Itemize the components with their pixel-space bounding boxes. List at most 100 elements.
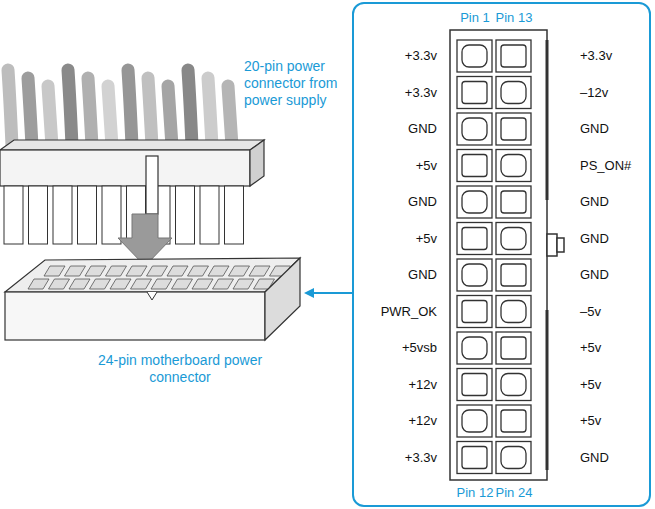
pin-socket — [501, 374, 526, 396]
pin-signal: GND — [408, 194, 437, 210]
socket-side — [265, 258, 300, 340]
socket-front — [5, 292, 265, 340]
plug-pin — [78, 186, 97, 244]
socket-hole — [213, 279, 234, 289]
pin-socket — [501, 191, 526, 213]
plug-pin — [225, 186, 244, 244]
pin-cell — [496, 77, 531, 109]
pin-cell — [457, 259, 492, 291]
pin-cell — [457, 113, 492, 145]
pin-cell — [496, 223, 531, 255]
pin-socket — [501, 228, 526, 250]
insert-arrow — [118, 214, 172, 266]
pin-signal: PWR_OK — [381, 304, 437, 320]
pin-cell — [496, 259, 531, 291]
connector-clip — [547, 234, 557, 256]
pin-cell — [457, 296, 492, 328]
plug-pins — [4, 186, 244, 244]
socket-hole — [188, 266, 209, 276]
socket-hole — [90, 279, 111, 289]
leader-arrowhead — [304, 288, 314, 298]
pin-socket — [501, 337, 526, 359]
socket-latch — [147, 292, 157, 300]
socket-hole — [167, 266, 188, 276]
pin-signal: GND — [408, 121, 437, 137]
pin-cell — [496, 405, 531, 437]
pin-signal: +5vsb — [402, 340, 437, 356]
socket-top — [5, 258, 300, 292]
pin-signal: +5v — [580, 413, 601, 429]
pin-cell — [457, 150, 492, 182]
pin-cell — [457, 332, 492, 364]
pin-socket — [501, 264, 526, 286]
pin-header: Pin 1 — [460, 10, 490, 26]
pin-signal: +5v — [416, 158, 437, 174]
pin-socket — [462, 374, 487, 396]
pin-cell — [496, 150, 531, 182]
wire — [68, 70, 72, 146]
pin-cell — [496, 369, 531, 401]
socket-hole — [131, 279, 152, 289]
pin-signal: +12v — [408, 377, 437, 393]
socket-holes — [28, 266, 291, 289]
pin-signal: –5v — [580, 304, 601, 320]
socket-hole — [151, 279, 172, 289]
socket-hole — [147, 266, 168, 276]
wire — [28, 78, 32, 146]
plug-top — [0, 140, 264, 150]
socket-hole — [69, 279, 90, 289]
pin-header: Pin 24 — [496, 485, 533, 501]
socket-hole — [65, 266, 86, 276]
wire — [128, 70, 132, 146]
connector-rail — [546, 40, 549, 200]
pin-signal: PS_ON# — [580, 158, 631, 174]
socket-hole — [229, 266, 250, 276]
pin-cell — [457, 223, 492, 255]
pin-header: Pin 13 — [496, 10, 533, 26]
wire — [48, 86, 52, 146]
pin-socket — [462, 191, 487, 213]
plug-pin — [29, 186, 48, 244]
part-label: 24-pin motherboard power connector — [95, 352, 265, 386]
wire — [8, 70, 12, 146]
pin-signal: GND — [580, 121, 609, 137]
pin-signal: GND — [408, 267, 437, 283]
socket-hole — [233, 279, 254, 289]
socket-hole — [106, 266, 127, 276]
pin-signal: GND — [580, 194, 609, 210]
pin-header: Pin 12 — [457, 485, 494, 501]
pin-signal: GND — [580, 450, 609, 466]
pin-socket — [462, 264, 487, 286]
pin-cell — [496, 332, 531, 364]
pin-cell — [496, 40, 531, 72]
pin-cells — [457, 40, 531, 474]
connector-outline — [450, 30, 547, 480]
wires — [8, 70, 232, 146]
pin-cell — [496, 186, 531, 218]
plug-pin — [4, 186, 23, 244]
pin-socket — [462, 301, 487, 323]
wire — [108, 86, 112, 146]
socket-hole — [192, 279, 213, 289]
pin-socket — [462, 228, 487, 250]
pin-socket — [462, 337, 487, 359]
pin-cell — [457, 369, 492, 401]
wire — [168, 86, 172, 146]
wire — [228, 86, 232, 146]
wire — [208, 78, 212, 146]
pin-cell — [496, 113, 531, 145]
pin-socket — [462, 118, 487, 140]
wire — [148, 78, 152, 146]
pin-cell — [457, 405, 492, 437]
part-label: 20-pin power connector from power supply — [244, 58, 352, 109]
socket-hole — [208, 266, 229, 276]
pin-signal: GND — [580, 267, 609, 283]
pin-signal: +3.3v — [580, 48, 612, 64]
pin-signal: +3.3v — [405, 450, 437, 466]
wire — [88, 78, 92, 146]
pin-signal: +5v — [580, 377, 601, 393]
pin-socket — [501, 82, 526, 104]
socket-hole — [28, 279, 49, 289]
plug-pin — [53, 186, 72, 244]
pin-signal: GND — [580, 231, 609, 247]
